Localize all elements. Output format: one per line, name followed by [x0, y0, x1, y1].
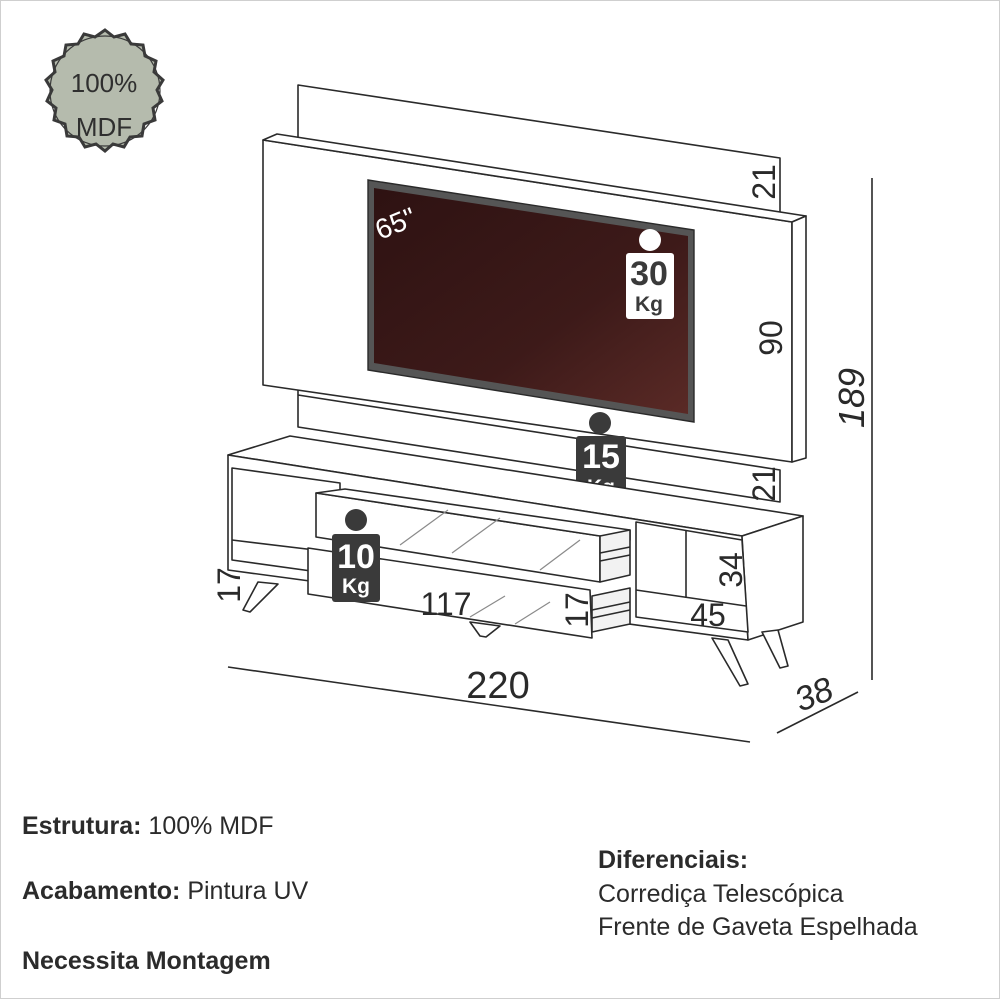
- drawer-reflections: [399, 509, 581, 625]
- badge-seal: [44, 28, 165, 153]
- furniture-diagram: 100% MDF 65" 30 Kg 15 Kg: [44, 28, 873, 743]
- tv-load-value: 30: [630, 255, 668, 293]
- spec-structure: Estrutura: 100% MDF: [22, 812, 273, 841]
- feature-item: Frente de Gaveta Espelhada: [598, 913, 918, 941]
- mdf-badge: 100% MDF: [44, 28, 165, 153]
- spec-structure-label: Estrutura:: [22, 812, 142, 840]
- spec-assembly-label: Necessita Montagem: [22, 947, 271, 975]
- dim-depth: 38: [789, 670, 838, 719]
- dim-panel-top: 21: [746, 164, 782, 200]
- dim-total-height: 189: [831, 368, 872, 428]
- features-title: Diferenciais:: [598, 846, 749, 874]
- dim-drawer-height: 17: [559, 592, 595, 628]
- dim-leg-height: 17: [211, 567, 247, 603]
- shelf-load-value: 15: [582, 438, 620, 476]
- rack-legs: [242, 581, 789, 687]
- features: Diferenciais: Corrediça Telescópica Fren…: [598, 842, 998, 944]
- tv: 65": [367, 179, 695, 423]
- spec-finish: Acabamento: Pintura UV: [22, 877, 308, 906]
- tv-load-unit: Kg: [635, 293, 663, 316]
- badge-line1: 100%: [71, 68, 138, 98]
- spec-structure-value: 100% MDF: [148, 812, 274, 840]
- dim-niche-height: 34: [713, 552, 749, 588]
- dim-panel-middle: 90: [753, 320, 789, 356]
- dim-panel-bottom: 21: [746, 466, 782, 502]
- badge-line2: MDF: [76, 112, 132, 142]
- tv-load-tag: 30 Kg: [626, 229, 674, 319]
- drawer-load-unit: Kg: [342, 575, 370, 598]
- drawer-load-tag: 10 Kg: [332, 509, 380, 602]
- feature-item: Corrediça Telescópica: [598, 880, 844, 908]
- drawer-load-value: 10: [337, 538, 375, 576]
- dim-niche-width: 45: [690, 597, 726, 633]
- spec-finish-label: Acabamento:: [22, 877, 181, 905]
- spec-finish-value: Pintura UV: [187, 877, 309, 905]
- dim-drawer-width: 117: [420, 586, 471, 622]
- dimension-lines: [227, 178, 873, 743]
- spec-assembly: Necessita Montagem: [22, 947, 271, 976]
- dim-total-width: 220: [466, 665, 529, 707]
